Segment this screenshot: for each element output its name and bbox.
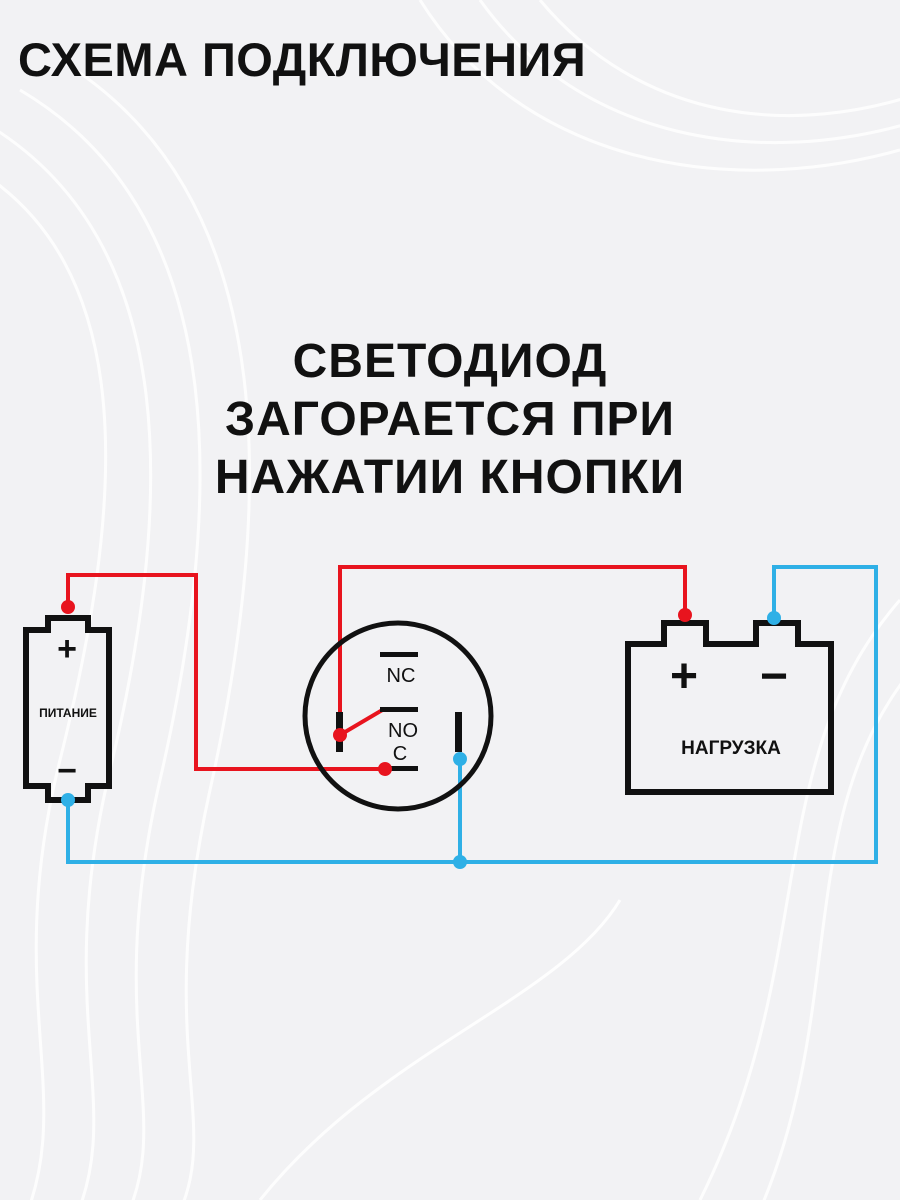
caption-line-3: НАЖАТИИ КНОПКИ: [214, 451, 686, 504]
load-plus-sign: +: [670, 650, 698, 703]
dot-power-plus: [61, 600, 75, 614]
c-label: C: [393, 743, 407, 765]
load-label: НАГРУЗКА: [681, 738, 781, 759]
load-minus-sign: −: [760, 650, 788, 703]
power-label: ПИТАНИЕ: [39, 706, 97, 720]
wire-power-minus-to-load-minus: [66, 565, 878, 864]
nc-label: NC: [387, 665, 416, 687]
power-minus-sign: −: [57, 752, 77, 790]
common-contact: [384, 766, 418, 771]
load: + − НАГРУЗКА: [625, 620, 834, 795]
power-plus-sign: +: [57, 630, 77, 668]
power-outline: [23, 615, 112, 803]
switch-body: [302, 620, 494, 812]
dot-ground-junction: [453, 855, 467, 869]
dot-load-minus: [767, 611, 781, 625]
led-contact-right: [455, 712, 462, 752]
page-title: СХЕМА ПОДКЛЮЧЕНИЯ: [18, 33, 587, 86]
caption-text: СВЕТОДИОД ЗАГОРАЕТСЯ ПРИ НАЖАТИИ КНОПКИ: [0, 333, 900, 507]
junction-dots: [61, 600, 781, 869]
dot-load-plus: [678, 608, 692, 622]
nc-contact: [380, 652, 418, 657]
caption-line-1: СВЕТОДИОД: [292, 335, 608, 388]
push-button-switch: NC NO C: [302, 620, 494, 812]
dot-led-terminal: [453, 752, 467, 766]
no-contact: [380, 707, 418, 712]
dot-switch-no: [333, 728, 347, 742]
wire-no-to-load-plus: [338, 565, 687, 735]
load-outline: [625, 620, 834, 795]
no-label: NO: [388, 720, 418, 742]
negative-wires: [66, 565, 878, 864]
dot-switch-c: [378, 762, 392, 776]
wire-power-plus-to-c: [66, 573, 385, 771]
caption-line-2: ЗАГОРАЕТСЯ ПРИ: [225, 393, 675, 446]
power-source: + ПИТАНИЕ −: [23, 615, 112, 803]
switch-lever: [338, 707, 386, 737]
positive-wires: [66, 565, 687, 771]
dot-power-minus: [61, 793, 75, 807]
